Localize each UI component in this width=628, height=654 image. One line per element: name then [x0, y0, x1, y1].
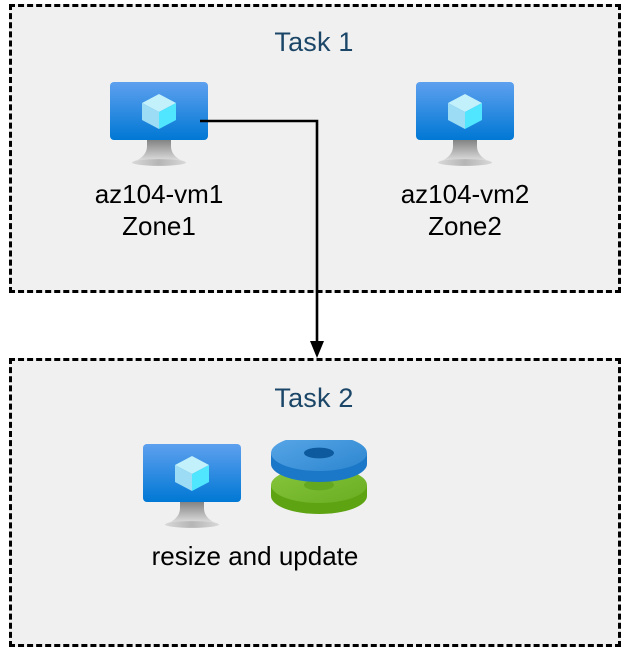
node-az104-vm1-name: az104-vm1 [94, 179, 224, 209]
node-az104-vm2-zone: Zone2 [428, 211, 502, 241]
task-2-title: Task 2 [274, 383, 354, 413]
virtual-machine-icon [139, 440, 245, 528]
node-az104-vm2-name: az104-vm2 [400, 179, 530, 209]
arrow-vm1-to-task2 [200, 119, 324, 358]
task-1-container [9, 4, 621, 293]
task-2-icon-row [143, 435, 367, 528]
node-az104-vm1-label: az104-vm1 Zone1 [49, 178, 269, 242]
task-1-title: Task 1 [274, 27, 354, 57]
node-az104-vm1-zone: Zone1 [122, 211, 196, 241]
virtual-machine-icon [412, 78, 518, 166]
node-az104-vm2-label: az104-vm2 Zone2 [355, 178, 575, 242]
virtual-machine-icon [106, 78, 212, 166]
task-2-action-text: resize and update [151, 541, 359, 571]
task-2-action-label: resize and update [145, 540, 365, 572]
node-az104-vm2[interactable]: az104-vm2 Zone2 [355, 78, 575, 242]
node-az104-vm1[interactable]: az104-vm1 Zone1 [49, 78, 269, 242]
node-task-2-resize-update[interactable]: resize and update [143, 435, 367, 572]
managed-disks-icon [267, 435, 371, 528]
